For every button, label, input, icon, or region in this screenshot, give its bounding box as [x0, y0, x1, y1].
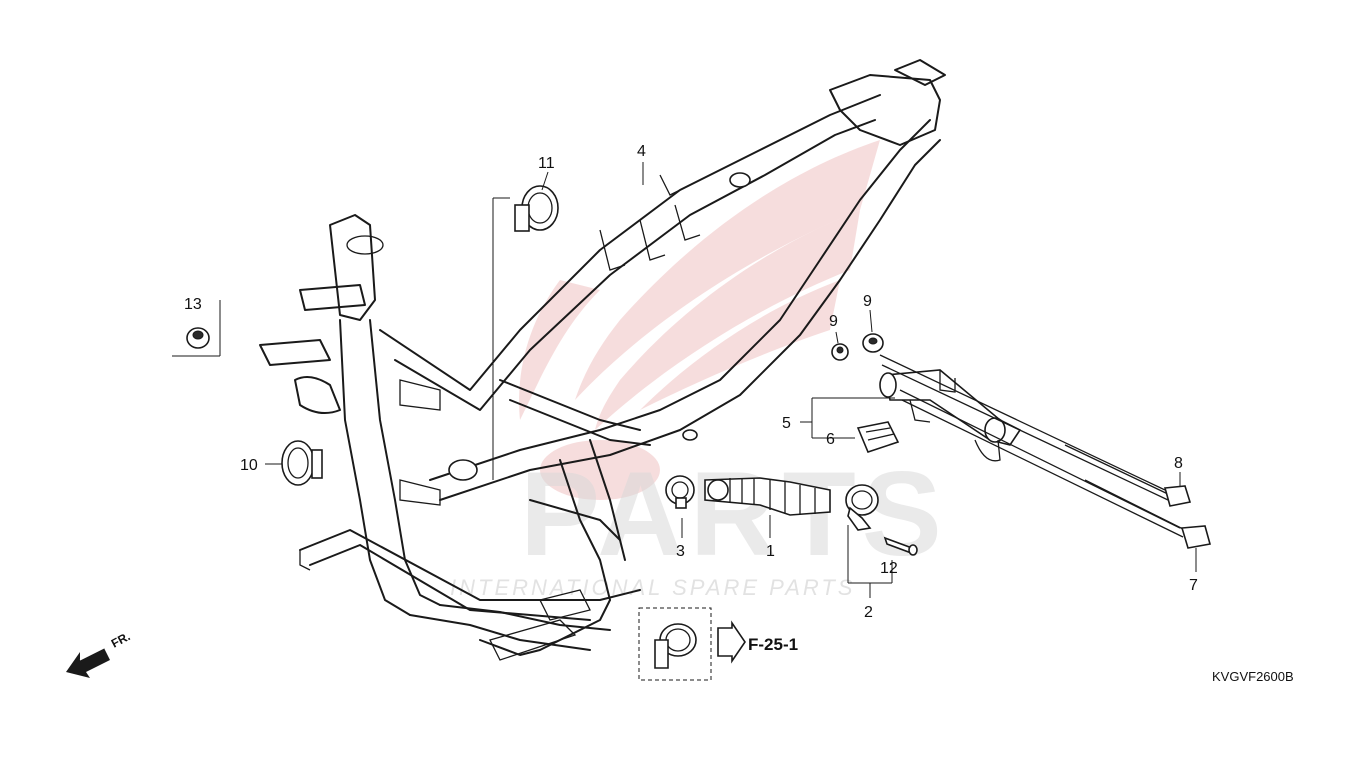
clamp-10 — [281, 440, 323, 486]
callout-8[interactable]: 8 — [1174, 455, 1183, 472]
callout-3[interactable]: 3 — [676, 543, 685, 560]
callout-10[interactable]: 10 — [240, 457, 258, 474]
clamp-11 — [514, 185, 559, 232]
frame-body — [259, 59, 946, 661]
callout-9b[interactable]: 9 — [863, 293, 872, 310]
callout-2[interactable]: 2 — [864, 604, 873, 621]
callout-12[interactable]: 12 — [880, 560, 898, 577]
callout-13[interactable]: 13 — [184, 296, 202, 313]
callout-9a[interactable]: 9 — [829, 313, 838, 330]
watermark-logo — [519, 140, 880, 500]
boot-assembly — [665, 475, 918, 556]
callout-11[interactable]: 11 — [538, 155, 555, 172]
bolts-7-8 — [879, 354, 1212, 549]
watermark-text: PARTS — [520, 447, 948, 581]
callout-4[interactable]: 4 — [637, 143, 646, 160]
front-arrow-icon — [66, 647, 110, 678]
callout-1[interactable]: 1 — [766, 543, 775, 560]
watermark-subtext: INTERNATIONAL SPARE PARTS — [450, 575, 855, 600]
front-indicator-label: FR. — [109, 629, 133, 650]
callout-6[interactable]: 6 — [826, 431, 835, 448]
diagram-code: KVGVF2600B — [1212, 669, 1294, 684]
stand-bracket — [856, 369, 1022, 462]
leader-lines — [172, 162, 1197, 598]
nuts-9 — [831, 333, 884, 361]
reference-link-f-25-1[interactable]: F-25-1 — [748, 635, 798, 654]
reference-box — [638, 607, 746, 681]
nut-13 — [186, 327, 210, 349]
callout-5[interactable]: 5 — [782, 415, 791, 432]
callout-7[interactable]: 7 — [1189, 577, 1198, 594]
